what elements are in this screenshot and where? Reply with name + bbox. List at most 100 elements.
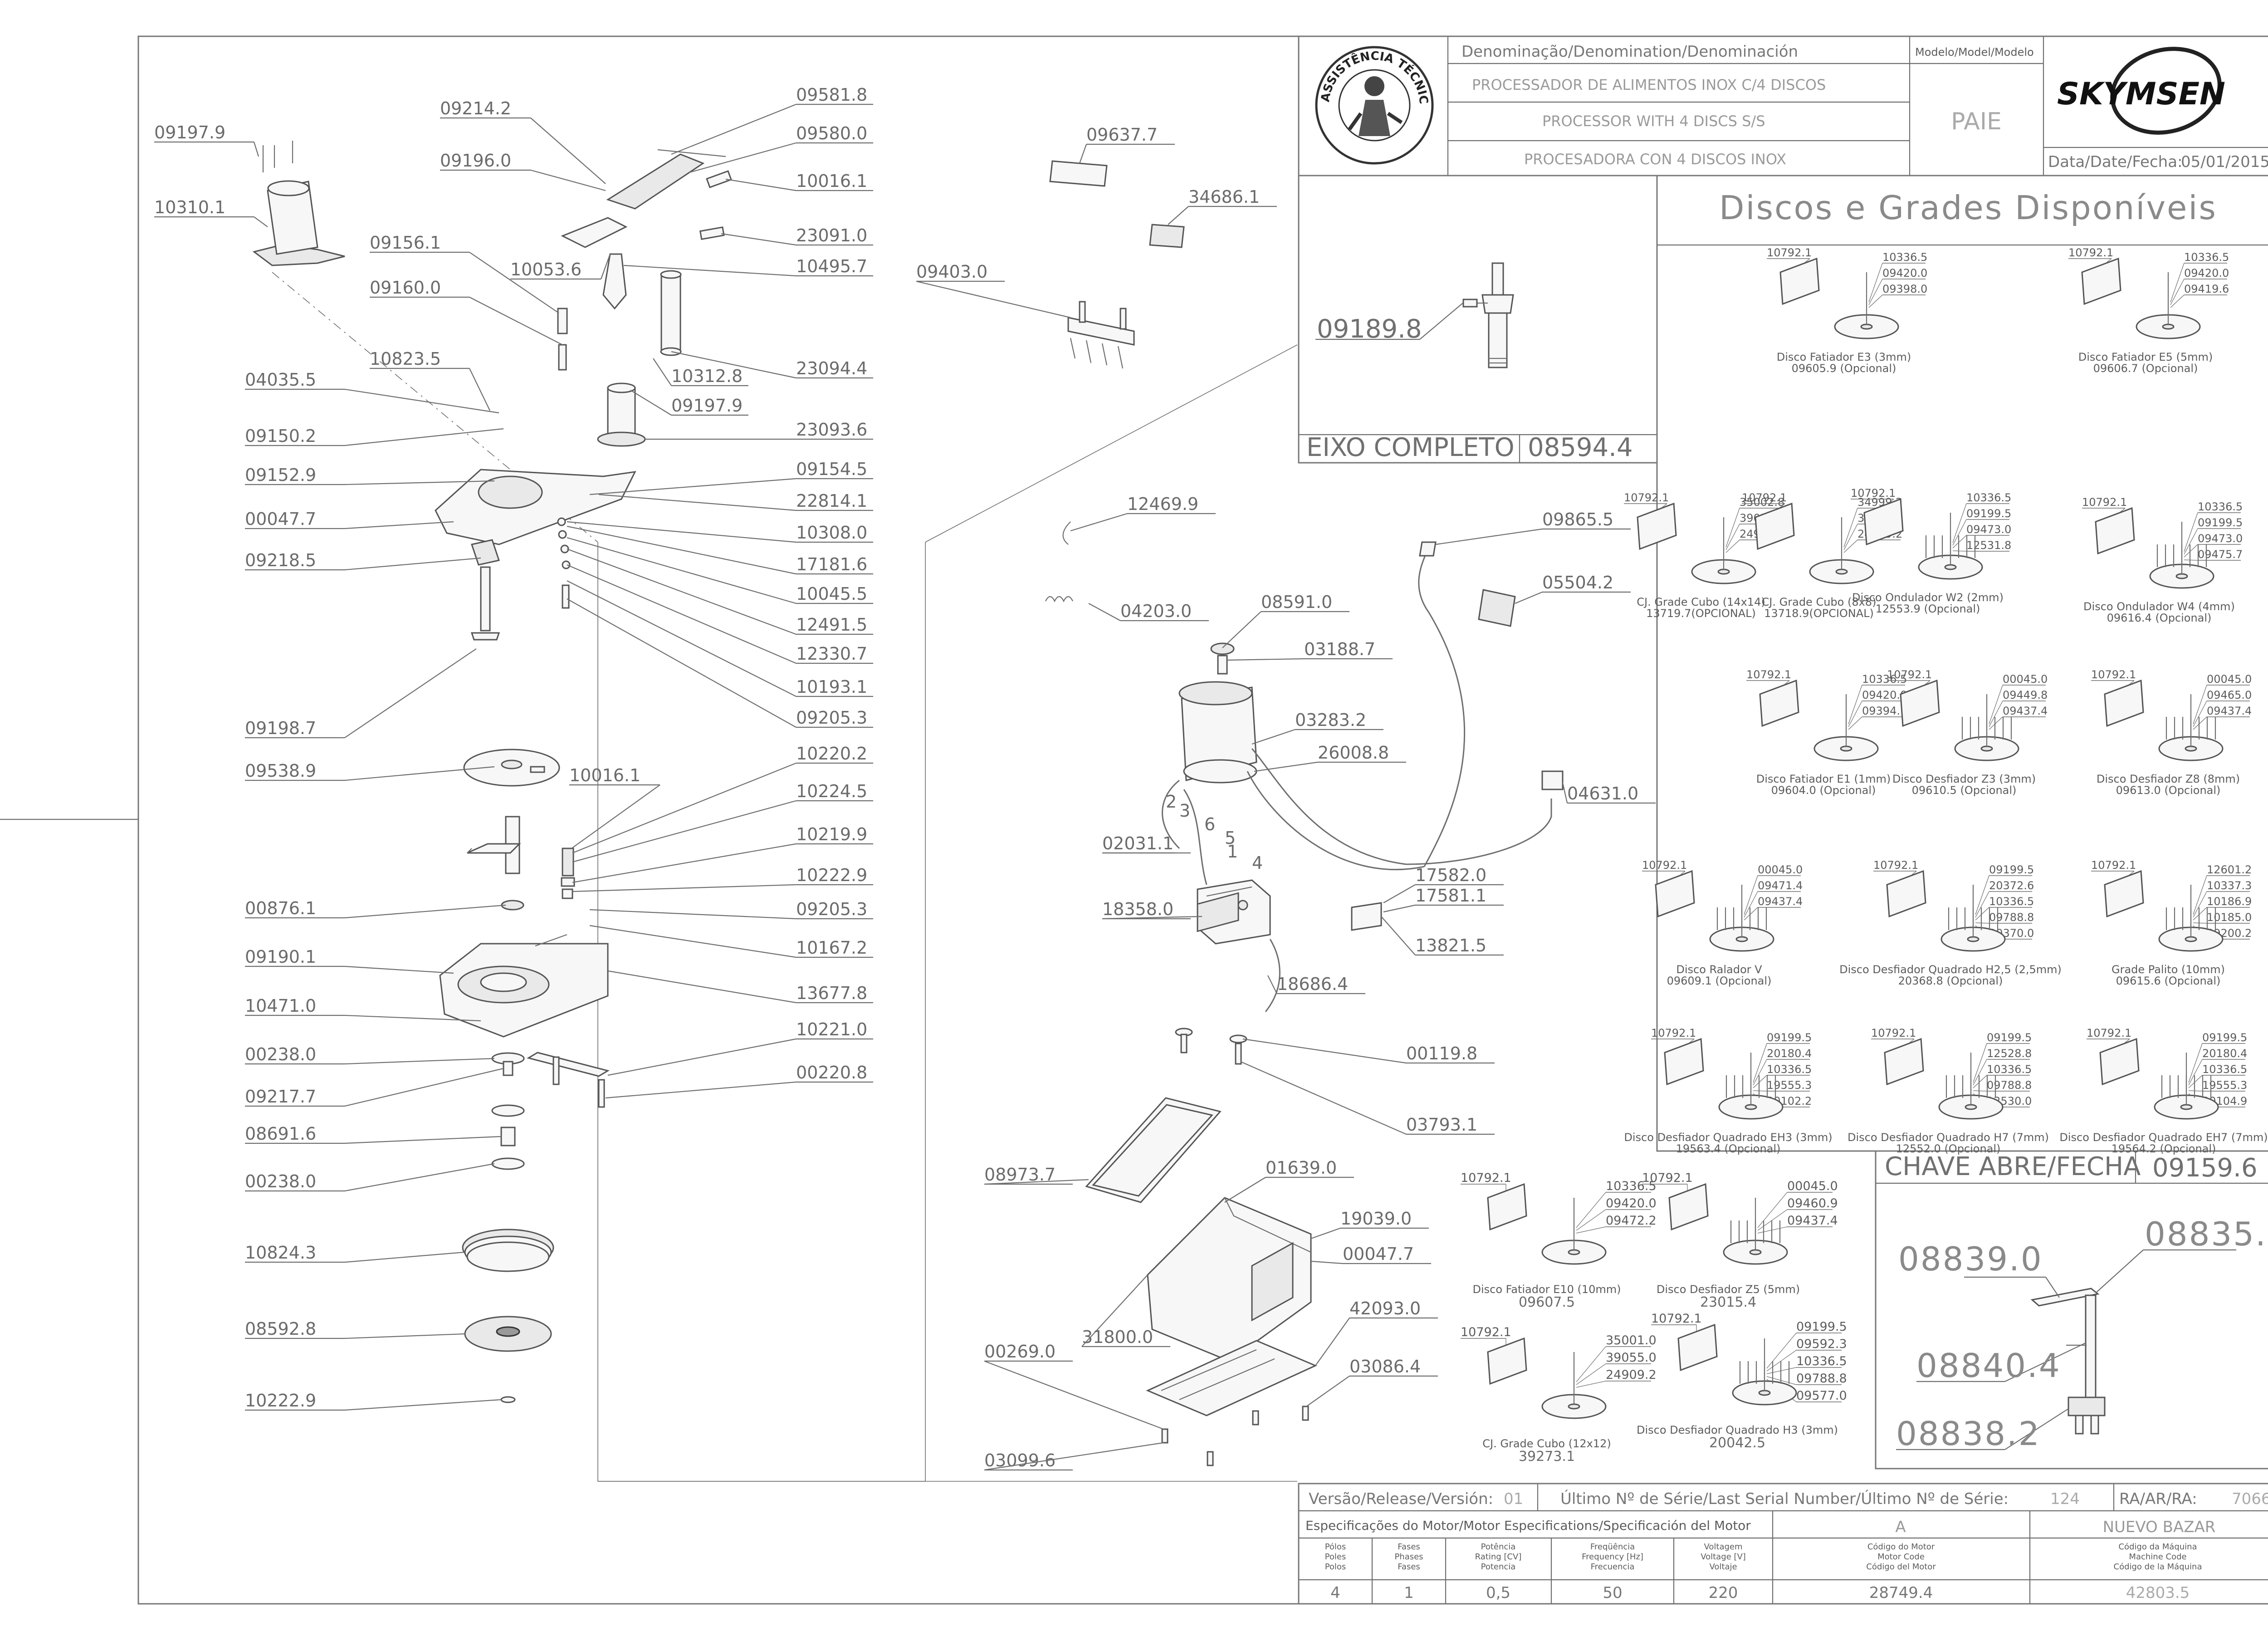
spec-header: Potência [1481, 1542, 1516, 1552]
disc-part-number: 10336.5 [1796, 1354, 1847, 1368]
disc-part-number: 10792.1 [1871, 1027, 1916, 1039]
spec-header: Código del Motor [1866, 1562, 1936, 1572]
disc-part-number: 09471.4 [1758, 879, 1803, 892]
disc-name: Disco Fatiador E5 (5mm) [2078, 351, 2213, 363]
part-number: 10824.3 [245, 1243, 316, 1263]
disc-part-number: 09437.4 [1758, 895, 1803, 908]
part-number: 23094.4 [796, 358, 867, 378]
date-label: Data/Date/Fecha: [2048, 153, 2183, 171]
part-label-right: 10045.5 [567, 537, 873, 604]
part-number: 09637.7 [1086, 125, 1158, 145]
part-number: 10016.1 [569, 765, 640, 785]
part-label-right: 10220.2 [572, 744, 873, 854]
disc-part-number: 00045.0 [1758, 863, 1803, 876]
spec-header: Poles [1325, 1552, 1346, 1562]
part-number: 26008.8 [1318, 743, 1389, 763]
seal-text: ASSISTÊNCIA TÉCNICA AUTORIZADA [0, 0, 1430, 105]
part-label-center: 00119.8 [1242, 1038, 1495, 1064]
part-number: 03283.2 [1295, 710, 1366, 730]
disc-part-number: 12528.8 [1987, 1047, 2032, 1060]
part-label-top: 10016.1 [569, 765, 660, 849]
brand-text: SKYMSEN [2057, 76, 2225, 112]
part-number: 10308.0 [796, 523, 867, 543]
disc-part-number: 09420.0 [1862, 689, 1907, 701]
disc-part-number: 09437.4 [2003, 705, 2048, 717]
disc-part-number: 09199.5 [1767, 1031, 1812, 1044]
disc-name: Disco Desfiador Quadrado EH7 (7mm) [2059, 1131, 2268, 1144]
part-number: 10495.7 [796, 256, 867, 276]
part-number: 03188.7 [1304, 639, 1375, 659]
part-label-left: 00047.7 [245, 509, 454, 529]
disc-part-number: 10336.5 [1882, 251, 1927, 264]
disc-part-number: 10792.1 [1767, 246, 1812, 259]
disc-part-number: 10792.1 [1651, 1027, 1696, 1039]
disc-code: 19564.2 (Opcional) [2112, 1142, 2216, 1155]
disc-part-number: 09420.0 [1882, 267, 1927, 279]
disc-name: Disco Fatiador E10 (10mm) [1472, 1283, 1621, 1296]
part-label-center: 03283.2 [1251, 710, 1383, 745]
disc-part-number: 10336.5 [2184, 251, 2229, 264]
part-number: 09865.5 [1542, 509, 1613, 529]
part-number: 00119.8 [1406, 1043, 1477, 1063]
part-label-center: 00269.0 [984, 1342, 1164, 1430]
disc-name: Disco Desfiador Quadrado EH3 (3mm) [1624, 1131, 1832, 1144]
disc-part-number: 10792.1 [2091, 668, 2136, 681]
disc-code: 20368.8 (Opcional) [1898, 975, 2003, 987]
model-label: Modelo/Model/Modelo [1915, 46, 2034, 59]
part-label-center: 26008.8 [1254, 743, 1406, 772]
spec-header: Código do Motor [1867, 1542, 1935, 1552]
part-number: 10167.2 [796, 938, 867, 958]
product-name-pt: PROCESSADOR DE ALIMENTOS INOX C/4 DISCOS [1472, 76, 1826, 93]
part-label-right: 17181.6 [567, 525, 873, 575]
part-label-center: 12469.9 [1070, 494, 1216, 532]
extra-disc-item: Disco Desfiador Z5 (5mm)23015.410792.100… [1642, 1171, 1838, 1310]
part-label-center: 17582.0 [1383, 865, 1504, 903]
disc-part-number: 09199.5 [1987, 1031, 2032, 1044]
disc-part-number: 09420.0 [1606, 1196, 1657, 1210]
disc-part-number: 10337.3 [2207, 879, 2252, 892]
disc-code: 09607.5 [1519, 1294, 1575, 1310]
part-number: 09205.3 [796, 899, 867, 919]
disc-part-number: 10186.9 [2207, 895, 2252, 908]
part-label-left: 08691.6 [245, 1124, 502, 1144]
disc-part-number: 10792.1 [1746, 668, 1791, 681]
spec-header: Fases [1398, 1542, 1420, 1552]
ra-label: RA/AR/RA: [2119, 1490, 2197, 1508]
part-number: 09218.5 [245, 550, 316, 570]
part-label-center: 03793.1 [1240, 1061, 1495, 1135]
disc-part-number: 35002.8 [1740, 496, 1784, 509]
disc-part-number: 09420.0 [2184, 267, 2229, 279]
disc-part-number: 10792.1 [1873, 859, 1918, 872]
disc-part-number: 35001.0 [1606, 1333, 1657, 1347]
part-label-center: 31800.0 [1081, 1274, 1170, 1347]
part-number: 10045.5 [796, 584, 867, 604]
disc-part-number: 10792.1 [1642, 1171, 1693, 1185]
part-number: 09190.1 [245, 947, 316, 967]
disc-code: 09610.5 (Opcional) [1912, 784, 2017, 797]
disc-part-number: 39055.0 [1606, 1351, 1657, 1365]
part-label-center: 13821.5 [1381, 916, 1504, 956]
serial-label: Último Nº de Série/Last Serial Number/Úl… [1560, 1489, 2009, 1508]
disc-part-number: 10336.5 [1862, 673, 1907, 686]
disc-part-number: 10792.1 [1624, 491, 1669, 504]
part-number: 09152.9 [245, 465, 316, 485]
part-label-center: 08591.0 [1222, 592, 1349, 648]
part-number: 00238.0 [245, 1171, 316, 1191]
disc-code: 19563.4 (Opcional) [1676, 1142, 1781, 1155]
part-label-center: 17581.1 [1383, 886, 1504, 913]
disc-part-number: 10792.1 [1461, 1325, 1511, 1339]
extra-disc-item: Disco Fatiador E10 (10mm)09607.510792.11… [1461, 1171, 1657, 1310]
spec-header: Freqüência [1590, 1542, 1635, 1552]
version-label: Versão/Release/Versión: [1309, 1490, 1493, 1508]
skymsen-logo: SKYMSEN [2057, 47, 2225, 135]
disc-part-number: 12601.2 [2207, 863, 2252, 876]
ra-value: 7066 [2232, 1490, 2268, 1508]
spec-header: Voltaje [1709, 1562, 1737, 1572]
disc-code: 12552.0 (Opcional) [1896, 1142, 2001, 1155]
part-label-right: 09580.0 [689, 123, 873, 173]
part-label-right: 23093.6 [644, 420, 873, 440]
part-number: 02031.1 [1102, 833, 1173, 853]
